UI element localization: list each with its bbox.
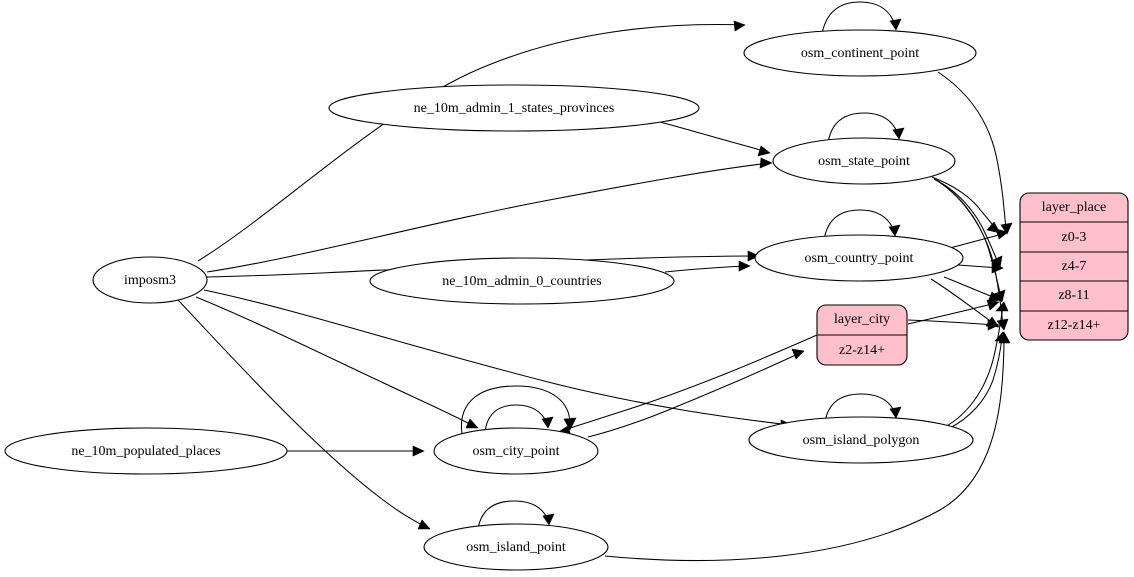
node-label-ne_10m_admin_0_countries: ne_10m_admin_0_countries [442, 274, 601, 289]
node-osm_city_point[interactable]: osm_city_point [433, 427, 599, 475]
record-layer: layer_place z0-3 z4-7 z8-11 z12-z14+ lay… [816, 192, 1129, 366]
node-osm_state_point[interactable]: osm_state_point [772, 137, 956, 185]
record-row-layer_place-z4-7[interactable]: z4-7 [1062, 259, 1087, 274]
edge-ne_admin_0_countries-to-osm_country_point [664, 260, 751, 273]
edge-self-loop-osm_continent_point [821, 1, 902, 35]
node-ne_10m_populated_places[interactable]: ne_10m_populated_places [4, 427, 288, 475]
node-ne_10m_admin_1_states_provinces[interactable]: ne_10m_admin_1_states_provinces [328, 84, 700, 132]
edge-osm_state_point-to-layer_place-z8-11 [935, 179, 1006, 303]
record-row-layer_place-z0-3[interactable]: z0-3 [1062, 230, 1087, 245]
record-node-layer_city[interactable]: layer_city z2-z14+ [816, 304, 908, 366]
record-title-layer_place: layer_place [1042, 200, 1107, 215]
node-label-osm_state_point: osm_state_point [818, 154, 910, 169]
edge-imposm3-to-osm_island_point [177, 299, 431, 530]
edge-self-loop-osm_island_polygon [824, 393, 902, 423]
node-label-ne_10m_populated_places: ne_10m_populated_places [71, 444, 220, 459]
node-osm_island_point[interactable]: osm_island_point [423, 523, 609, 571]
edge-self-loop-osm_island_point [477, 500, 555, 530]
node-label-osm_country_point: osm_country_point [805, 251, 914, 266]
edge-osm_continent_point-to-layer_place-z0-3 [937, 71, 1013, 235]
edge-layer_city-to-osm_city_point [559, 334, 818, 437]
edge-ne_states_provinces-to-osm_state_point [659, 121, 771, 157]
node-layer: imposm3 ne_10m_admin_1_states_provinces … [4, 29, 977, 571]
edge-osm_state_point-to-layer_place-z0-3 [931, 176, 1001, 234]
edge-imposm3-to-osm_city_point [195, 296, 479, 429]
edge-osm_island_polygon-to-layer_place-z8-11 [944, 301, 1009, 428]
edge-osm_city_point-to-layer_city-z2-z14plus [587, 348, 805, 438]
edge-self-loop-osm_country_point [823, 209, 901, 241]
edge-osm_country_point-to-layer_place-z8-11 [943, 276, 1002, 303]
node-osm_island_polygon[interactable]: osm_island_polygon [748, 416, 974, 464]
node-label-ne_10m_admin_1_states_provinces: ne_10m_admin_1_states_provinces [414, 101, 615, 116]
edge-self-loop-osm_state_point [827, 112, 905, 144]
record-title-layer_city: layer_city [834, 312, 890, 327]
node-osm_country_point[interactable]: osm_country_point [754, 234, 964, 282]
node-label-osm_island_point: osm_island_point [466, 540, 566, 555]
edge-layer_city-to-layer_place-z12-z14plus [907, 319, 1000, 331]
edge-osm_country_point-to-layer_place-z4-7 [957, 262, 1004, 274]
record-node-layer_place[interactable]: layer_place z0-3 z4-7 z8-11 z12-z14+ [1019, 192, 1129, 341]
edge-imposm3-to-osm_continent_point [197, 20, 746, 262]
edge-osm_island_point-to-layer_place-z12-z14plus [604, 331, 1011, 562]
record-row-layer_place-z12-z14plus[interactable]: z12-z14+ [1048, 318, 1101, 333]
edge-layer [177, 1, 1013, 562]
node-ne_10m_admin_0_countries[interactable]: ne_10m_admin_0_countries [369, 257, 675, 305]
edge-self-loop-osm_city_point [484, 404, 554, 433]
node-imposm3[interactable]: imposm3 [92, 256, 208, 304]
record-row-layer_city-z2-z14plus[interactable]: z2-z14+ [839, 343, 885, 358]
edge-imposm3-to-osm_state_point [206, 157, 773, 273]
record-row-layer_place-z8-11[interactable]: z8-11 [1058, 288, 1089, 303]
node-label-osm_island_polygon: osm_island_polygon [803, 433, 920, 448]
edge-osm_country_point-to-layer_place-z0-3 [949, 228, 1009, 249]
node-label-osm_continent_point: osm_continent_point [801, 46, 919, 61]
node-osm_continent_point[interactable]: osm_continent_point [743, 29, 977, 77]
node-label-osm_city_point: osm_city_point [472, 444, 559, 459]
edge-ne_populated_places-to-osm_city_point [287, 445, 425, 457]
edge-self-loop-outer-osm_city_point [460, 385, 577, 435]
node-label-imposm3: imposm3 [124, 273, 176, 288]
edge-layer_city-to-layer_place-z8-11 [907, 299, 1000, 325]
